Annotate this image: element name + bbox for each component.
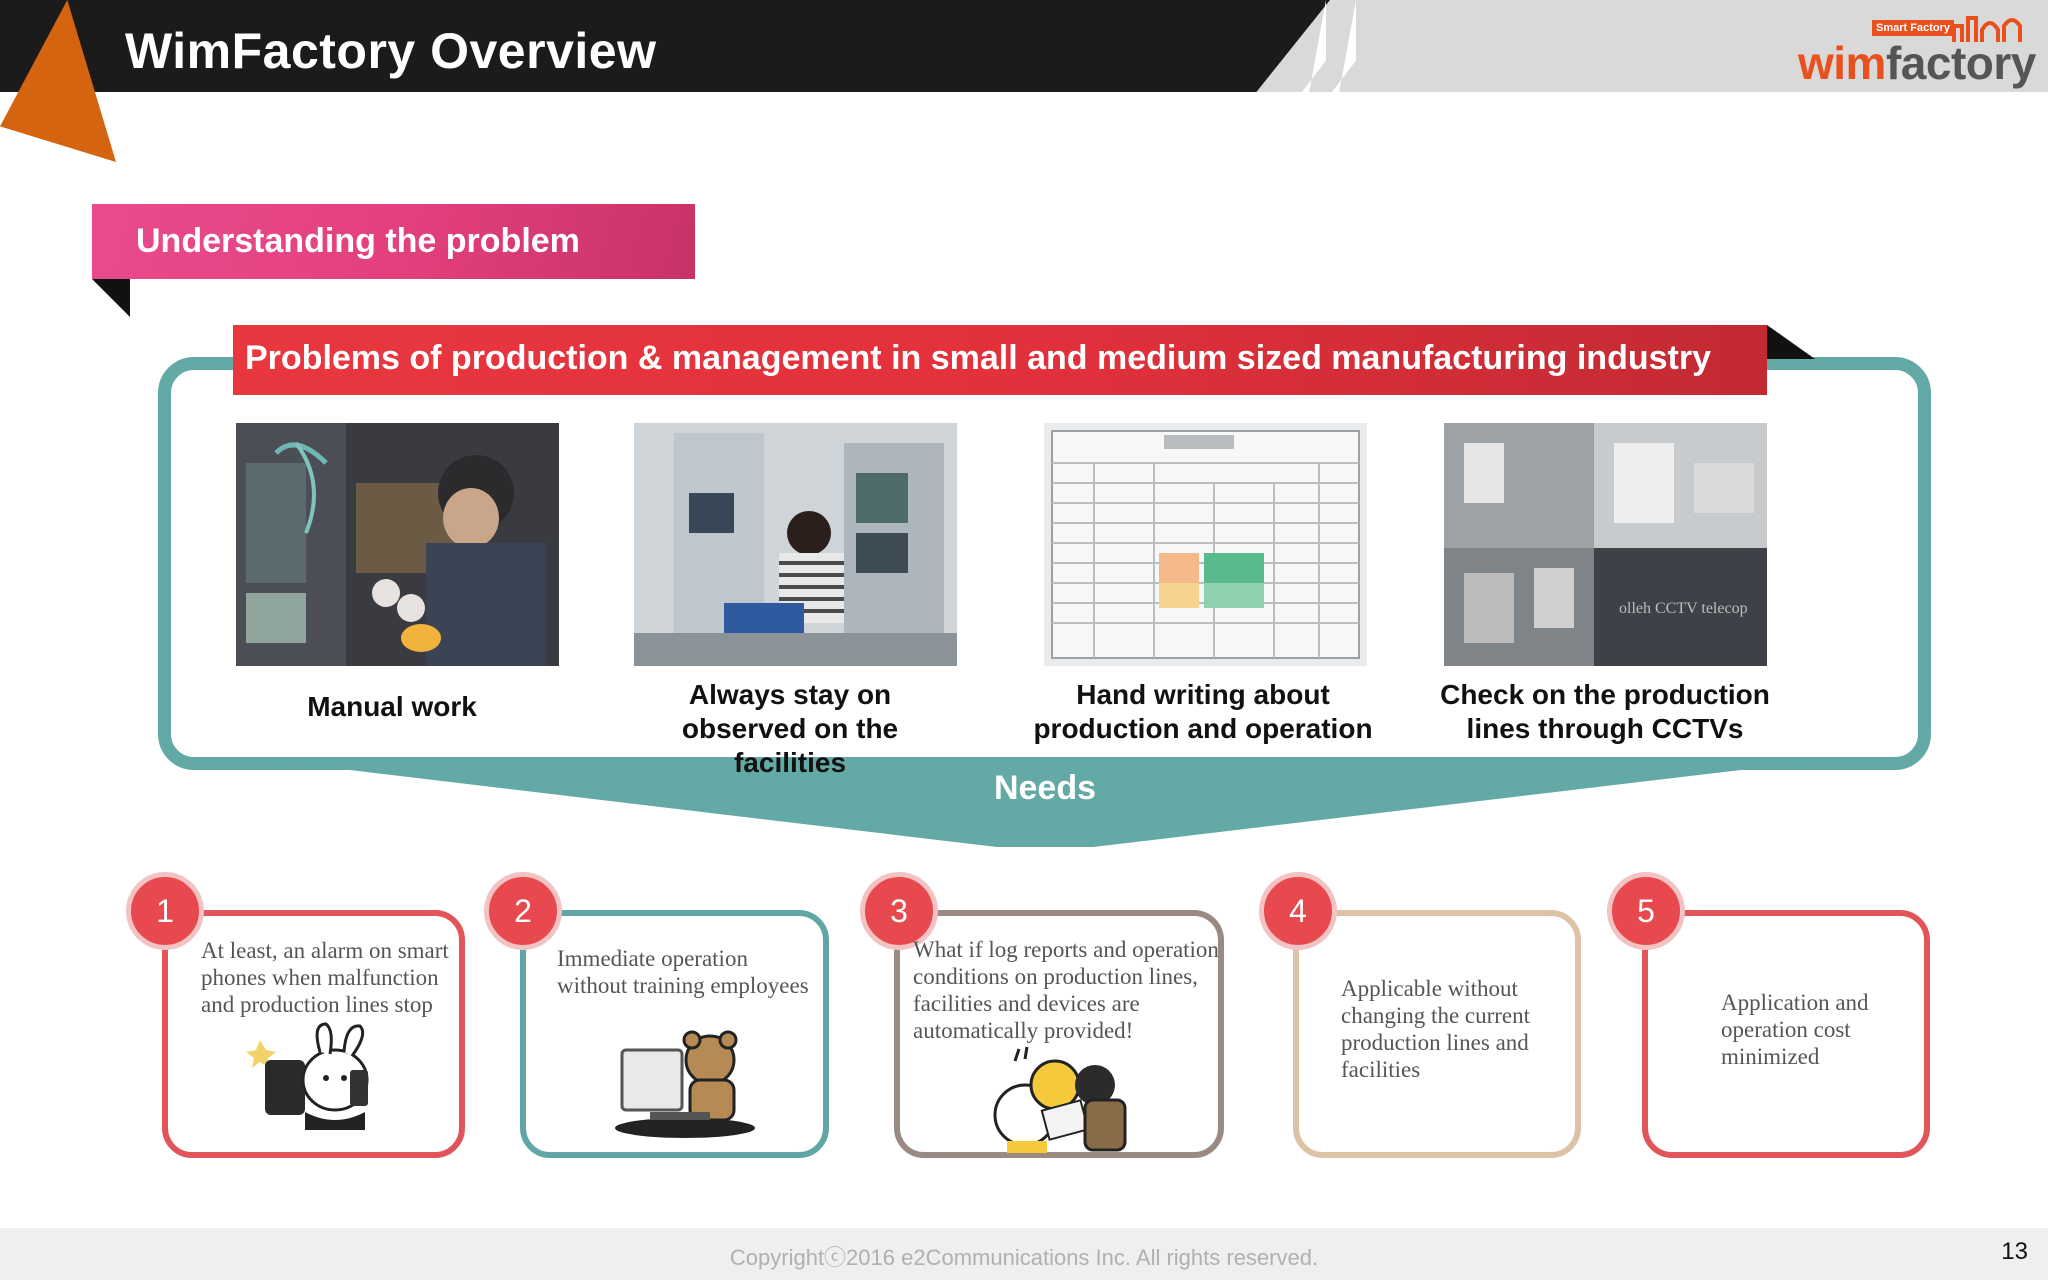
- svg-text:olleh CCTV telecop: olleh CCTV telecop: [1619, 600, 1748, 617]
- photo-manual-work: [236, 423, 559, 666]
- photo-handwriting-sheet: [1044, 423, 1367, 666]
- header-bar: [0, 0, 1320, 92]
- section-tag: Understanding the problem: [92, 204, 695, 279]
- bear-computer-illustration: [610, 1020, 760, 1140]
- page-number: 13: [2001, 1238, 2028, 1265]
- logo-badge: Smart Factory: [1872, 20, 1954, 36]
- need-number-badge: 2: [484, 872, 562, 950]
- caption-observing: Always stay on observed on the facilitie…: [681, 679, 899, 778]
- logo-bars-icon: [1950, 12, 2026, 56]
- photo-cctv: olleh CCTV telecop: [1444, 423, 1767, 666]
- bunny-phone-illustration: [240, 1020, 390, 1130]
- problems-banner-text: Problems of production & management in s…: [245, 339, 1711, 377]
- needs-label-wrap: Needs: [760, 757, 1330, 827]
- wimfactory-logo: Smart Factory wimfactory: [1798, 10, 2036, 89]
- caption-handwriting: Hand writing about production and operat…: [1033, 679, 1373, 744]
- need-number-badge: 3: [860, 872, 938, 950]
- characters-illustration: [985, 1045, 1145, 1155]
- footer: Copyrightⓒ2016 e2Communications Inc. All…: [0, 1228, 2048, 1280]
- banner-fold: [1767, 325, 1815, 359]
- header-light-panel: [1250, 0, 2048, 92]
- need-card-5: [1642, 910, 1930, 1158]
- caption-manual-work: Manual work: [307, 691, 477, 722]
- logo-wordmark: wimfactory: [1798, 37, 2036, 89]
- section-label: Understanding the problem: [136, 222, 580, 260]
- need-text-4: Applicable without changing the current …: [1341, 976, 1531, 1082]
- need-number-badge: 4: [1259, 872, 1337, 950]
- need-card-4: [1293, 910, 1581, 1158]
- page-title: WimFactory Overview: [125, 23, 657, 79]
- problems-banner: Problems of production & management in s…: [233, 325, 1767, 395]
- need-text-2: Immediate operation without training emp…: [557, 946, 809, 998]
- need-number-badge: 1: [126, 872, 204, 950]
- section-tag-fold: [92, 279, 130, 317]
- caption-cctv: Check on the production lines through CC…: [1440, 679, 1770, 744]
- need-text-3: What if log reports and operation condit…: [913, 937, 1219, 1043]
- need-text-5: Application and operation cost minimized: [1721, 990, 1869, 1069]
- need-number-badge: 5: [1607, 872, 1685, 950]
- need-text-1: At least, an alarm on smart phones when …: [201, 938, 449, 1017]
- photo-observing-facilities: [634, 423, 957, 666]
- copyright-text: Copyrightⓒ2016 e2Communications Inc. All…: [729, 1245, 1319, 1270]
- needs-label: Needs: [993, 769, 1097, 807]
